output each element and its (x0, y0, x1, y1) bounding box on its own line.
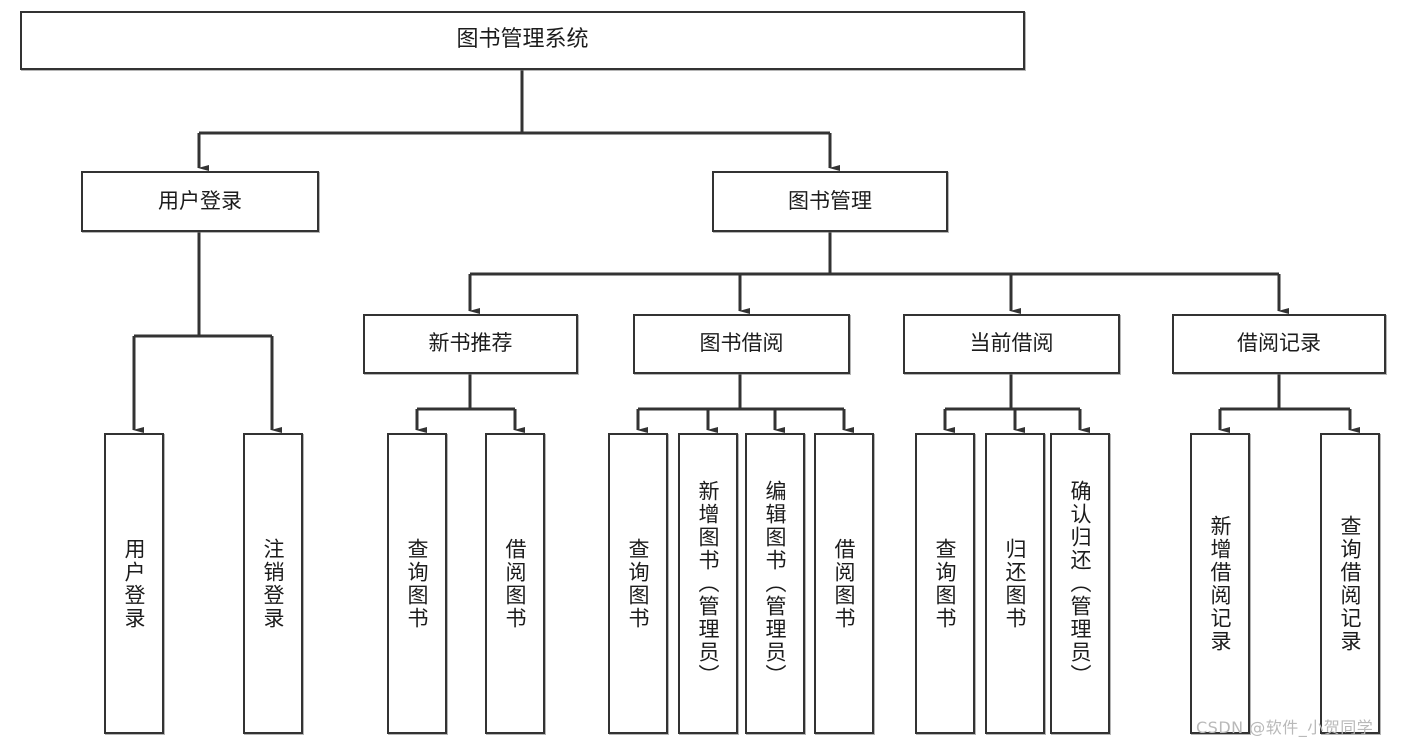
node-label: 图书管理系统 (456, 27, 589, 53)
leaf-node-3[interactable]: 借阅图书 (485, 433, 545, 734)
level3-node-2[interactable]: 当前借阅 (903, 314, 1120, 374)
level2-node-1[interactable]: 图书管理 (712, 171, 948, 232)
node-label: 新增借阅记录 (1208, 514, 1233, 653)
node-label: 借阅图书 (832, 537, 857, 630)
node-label: 查询图书 (405, 537, 430, 630)
leaf-node-4[interactable]: 查询图书 (608, 433, 668, 734)
node-label: 借阅图书 (503, 537, 528, 630)
node-label: 用户登录 (122, 537, 147, 630)
leaf-node-2[interactable]: 查询图书 (387, 433, 447, 734)
node-root[interactable]: 图书管理系统 (20, 11, 1025, 70)
level3-node-1[interactable]: 图书借阅 (633, 314, 850, 374)
node-label: 确认归还（管理员） (1068, 480, 1093, 687)
leaf-node-12[interactable]: 查询借阅记录 (1320, 433, 1380, 734)
node-label: 查询借阅记录 (1338, 514, 1363, 653)
node-label: 当前借阅 (969, 331, 1054, 356)
leaf-node-9[interactable]: 归还图书 (985, 433, 1045, 734)
node-label: 图书管理 (788, 188, 872, 213)
node-label: 编辑图书（管理员） (763, 480, 788, 687)
level2-node-0[interactable]: 用户登录 (81, 171, 319, 232)
leaf-node-1[interactable]: 注销登录 (243, 433, 303, 734)
node-label: 注销登录 (261, 537, 286, 630)
node-label: 查询图书 (626, 537, 651, 630)
leaf-node-11[interactable]: 新增借阅记录 (1190, 433, 1250, 734)
node-label: 用户登录 (158, 188, 242, 213)
node-label: 归还图书 (1003, 537, 1028, 630)
node-label: 新增图书（管理员） (696, 480, 721, 687)
leaf-node-10[interactable]: 确认归还（管理员） (1050, 433, 1110, 734)
level3-node-3[interactable]: 借阅记录 (1172, 314, 1386, 374)
leaf-node-7[interactable]: 借阅图书 (814, 433, 874, 734)
leaf-node-0[interactable]: 用户登录 (104, 433, 164, 734)
node-label: 图书借阅 (699, 331, 784, 356)
leaf-node-6[interactable]: 编辑图书（管理员） (745, 433, 805, 734)
node-label: 查询图书 (933, 537, 958, 630)
leaf-node-5[interactable]: 新增图书（管理员） (678, 433, 738, 734)
node-label: 新书推荐 (428, 331, 513, 356)
level3-node-0[interactable]: 新书推荐 (363, 314, 578, 374)
leaf-node-8[interactable]: 查询图书 (915, 433, 975, 734)
node-label: 借阅记录 (1237, 331, 1321, 356)
csdn-watermark: CSDN @软件_小贺同学 (1196, 718, 1374, 737)
